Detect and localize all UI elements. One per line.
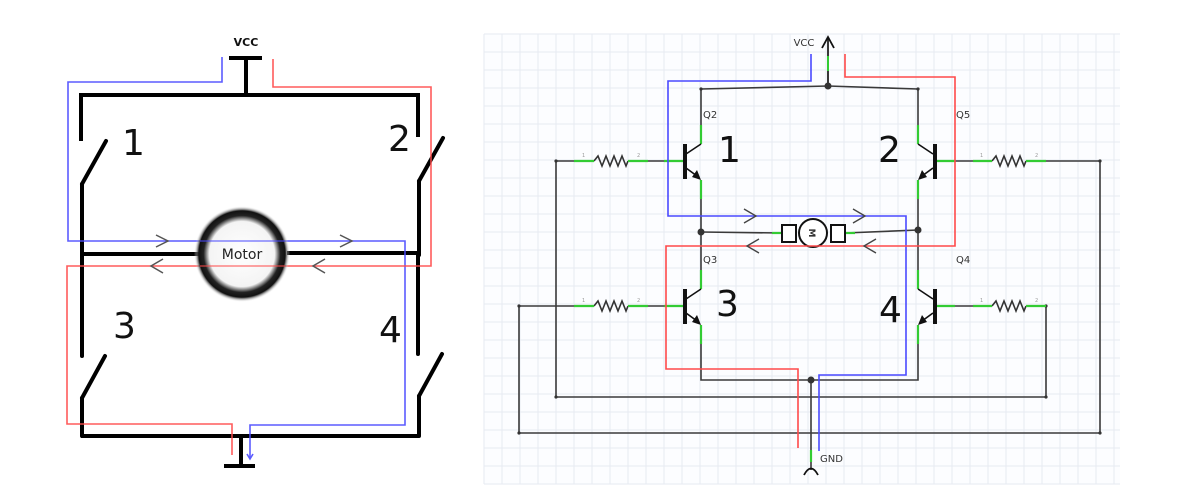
transistor-2-label: 2 <box>878 130 901 171</box>
junction-dots <box>517 82 1102 435</box>
transistor-q2 <box>683 143 702 180</box>
motor-label: Motor <box>222 247 263 263</box>
arrow-left-icon <box>862 238 877 254</box>
svg-text:1: 1 <box>582 153 585 159</box>
ground-icon <box>803 467 819 476</box>
arrow-left-icon <box>745 238 760 254</box>
svg-text:2: 2 <box>637 153 640 159</box>
resistor-q4-icon <box>991 298 1027 314</box>
emitter-arrow-icon <box>692 170 701 180</box>
transistor-3-label: 3 <box>716 284 739 325</box>
arrow-left-icon <box>149 258 164 274</box>
motor-symbol: M <box>781 218 846 248</box>
emitter-arrow-icon <box>918 315 927 325</box>
arrow-right-icon <box>743 208 758 224</box>
resistor-q5-icon <box>991 153 1027 169</box>
q5-ref: Q5 <box>956 110 970 121</box>
forward-current-path <box>667 54 907 451</box>
switch-h-bridge-diagram: VCC <box>66 36 445 468</box>
q3-ref: Q3 <box>703 255 717 266</box>
switch-4-label: 4 <box>379 310 402 351</box>
schematic-grid <box>483 33 1120 485</box>
vcc-terminal <box>229 56 262 95</box>
transistor-q4 <box>917 288 937 325</box>
vcc-label: VCC <box>234 36 259 49</box>
svg-text:M: M <box>806 229 816 238</box>
svg-text:1: 1 <box>582 298 585 304</box>
arrow-right-icon <box>852 208 867 224</box>
svg-text:1: 1 <box>980 298 983 304</box>
gnd-symbol: GND <box>803 454 843 476</box>
svg-text:2: 2 <box>637 298 640 304</box>
transistor-q5 <box>917 143 937 180</box>
arrow-left-icon <box>311 258 326 274</box>
resistors <box>593 153 1027 314</box>
resistor-q2-icon <box>593 153 629 169</box>
transistor-4-label: 4 <box>879 290 902 331</box>
motor-icon <box>798 218 828 248</box>
q4-ref: Q4 <box>956 255 970 266</box>
pin-highlights <box>574 125 1046 462</box>
arrow-up-icon <box>821 35 835 49</box>
svg-text:1: 1 <box>980 153 983 159</box>
resistor-pin-labels: 1 2 1 2 1 2 1 2 <box>582 153 1038 304</box>
motor-bus <box>82 251 418 256</box>
switch-3-label: 3 <box>113 306 136 347</box>
q2-ref: Q2 <box>703 110 717 121</box>
resistor-q3-icon <box>593 298 629 314</box>
reverse-current-path <box>665 54 956 448</box>
emitter-arrow-icon <box>692 315 701 325</box>
direction-arrows <box>149 234 354 274</box>
top-rail <box>79 93 420 141</box>
arrow-right-icon <box>339 234 354 248</box>
transistor-h-bridge-schematic: VCC <box>483 33 1120 485</box>
arrow-right-icon <box>155 234 170 248</box>
gnd-label: GND <box>820 454 843 465</box>
vcc-label: VCC <box>794 38 815 49</box>
vcc-symbol: VCC <box>794 35 835 86</box>
transistor-q3 <box>683 288 702 325</box>
switch-3 <box>80 252 107 438</box>
direction-arrows <box>743 208 877 254</box>
emitter-arrow-icon <box>918 170 927 180</box>
switch-4 <box>416 251 444 438</box>
switch-1 <box>80 139 108 257</box>
svg-text:2: 2 <box>1035 153 1038 159</box>
grid-background <box>484 34 1120 484</box>
switch-1-label: 1 <box>122 123 145 164</box>
switch-2-label: 2 <box>388 119 411 160</box>
motor-icon <box>194 206 290 302</box>
svg-text:2: 2 <box>1035 298 1038 304</box>
transistor-1-label: 1 <box>718 130 741 171</box>
